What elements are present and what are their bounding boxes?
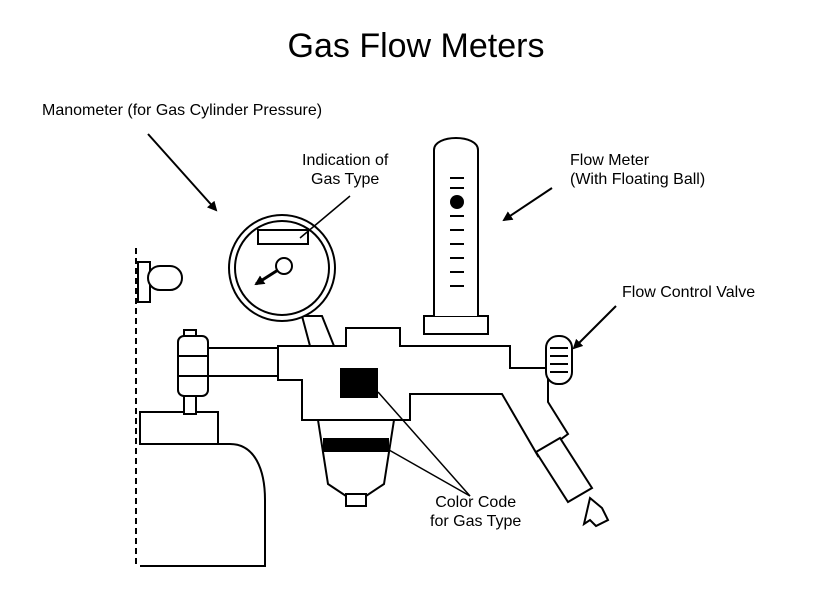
indication-label-line1: Indication of — [302, 152, 389, 169]
color-code-label: Color Code for Gas Type — [430, 493, 521, 531]
gas-type-indicator — [257, 229, 309, 245]
flow-meter-tube — [423, 137, 489, 335]
manometer-label: Manometer (for Gas Cylinder Pressure) — [42, 102, 323, 119]
flow-meter-scale — [450, 177, 464, 287]
color-code-band — [323, 438, 389, 452]
wall-bracket — [137, 261, 183, 303]
gauge-needle — [254, 268, 279, 286]
regulator-cone — [316, 419, 396, 507]
diagram-title: Gas Flow Meters — [287, 27, 545, 65]
indication-label-line2: Gas Type — [311, 171, 380, 189]
flow-meter-label-line2: (With Floating Ball) — [570, 171, 706, 189]
manometer-arrow — [147, 133, 218, 212]
flow-meter-label-line1: Flow Meter — [570, 152, 650, 169]
flow-meter-label: Flow Meter (With Floating Ball) — [570, 151, 705, 189]
manometer-gauge — [228, 214, 336, 322]
color-code-label-line2: for Gas Type — [430, 513, 522, 531]
color-code-square — [340, 368, 378, 398]
color-code-pointers — [377, 391, 471, 497]
flow-control-knob — [545, 335, 573, 385]
flow-control-valve-label: Flow Control Valve — [622, 284, 756, 301]
outlet-arrow — [582, 496, 610, 528]
gas-cylinder — [139, 411, 266, 567]
flow-control-arrow — [572, 305, 617, 350]
indication-pointer — [299, 195, 351, 239]
color-code-label-line1: Color Code — [435, 494, 517, 511]
regulator-body — [277, 327, 570, 458]
indication-label: Indication of Gas Type — [302, 151, 388, 189]
connector-nut — [177, 335, 209, 397]
outlet-hose — [534, 436, 594, 504]
floating-ball — [450, 195, 464, 209]
flow-meter-arrow — [502, 187, 553, 222]
gauge-stem — [300, 315, 336, 347]
